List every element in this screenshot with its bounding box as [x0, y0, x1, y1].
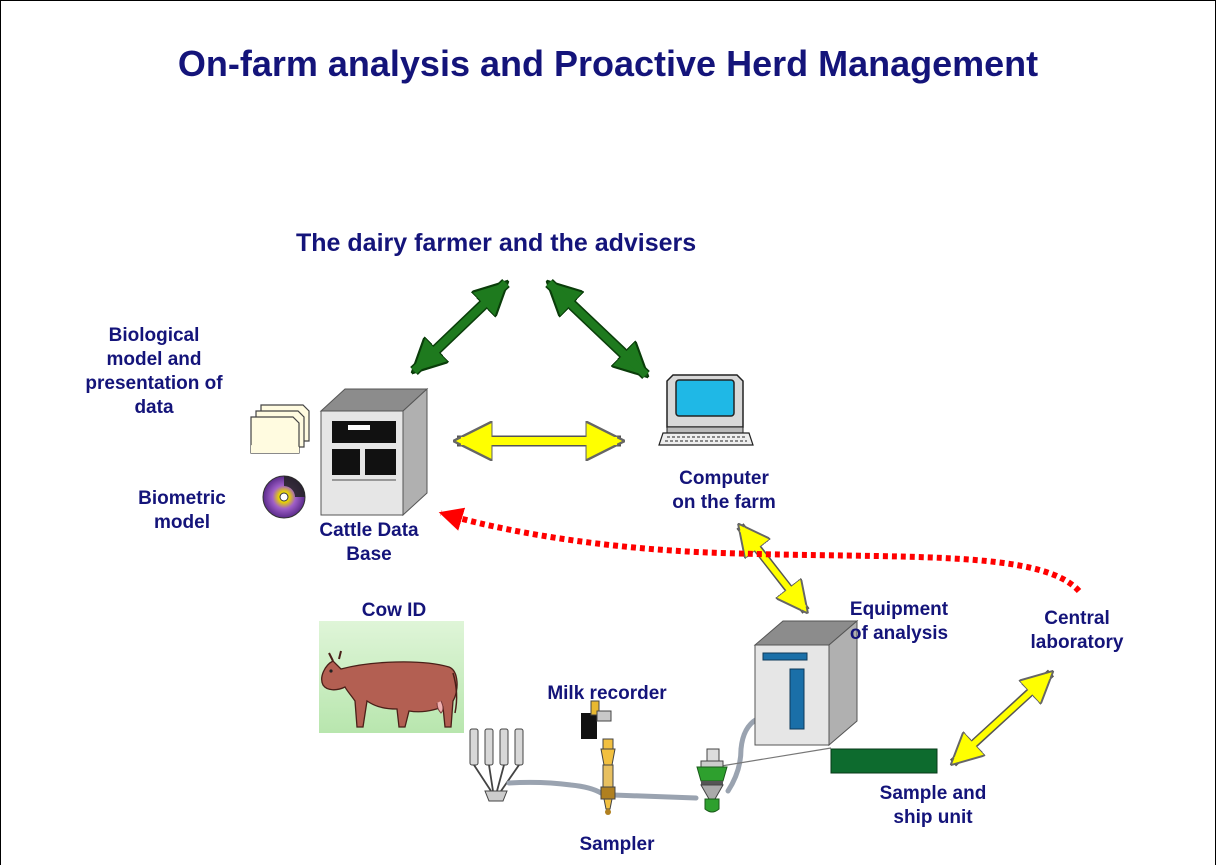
label-milk-recorder: Milk recorder: [547, 683, 667, 704]
label-line: Computer: [679, 468, 769, 489]
label-biological-model: Biological model and presentation of dat…: [59, 324, 249, 420]
label-line: Cattle Data: [319, 520, 419, 541]
milking-cluster-icon: [469, 728, 524, 802]
label-line: of analysis: [849, 623, 949, 644]
sampler-icon: [600, 738, 616, 815]
slide-title: On-farm analysis and Proactive Herd Mana…: [177, 43, 1039, 84]
label-biometric-model: Biometric model: [119, 487, 245, 535]
cd-icon: [262, 475, 306, 519]
cow-icon: [319, 621, 464, 733]
label-sample-and-ship-unit: Sample and ship unit: [853, 782, 1013, 830]
label-line: Biological: [108, 325, 200, 346]
green-arrow-farmer-to-database: [414, 283, 506, 371]
label-line: Sample and: [879, 783, 987, 804]
milk-recorder-icon: [581, 700, 612, 739]
label-line: laboratory: [1030, 632, 1124, 653]
label-computer-on-farm: Computer on the farm: [649, 467, 799, 515]
label-line: Base: [346, 544, 392, 565]
label-line: model and: [106, 349, 202, 370]
label-line: ship unit: [893, 807, 973, 828]
red-dotted-arrow-lab-to-database: [438, 507, 1082, 594]
green-arrow-farmer-to-computer: [549, 283, 646, 375]
server-icon: [319, 387, 429, 517]
diagram-subtitle: The dairy farmer and the advisers: [296, 229, 697, 257]
label-line: Equipment: [849, 599, 949, 620]
computer-icon: [658, 374, 754, 446]
label-central-laboratory: Central laboratory: [1007, 607, 1147, 655]
label-line: data: [134, 397, 174, 418]
analysis-equipment-icon: [753, 619, 859, 747]
documents-icon: [250, 404, 310, 454]
label-cattle-data-base: Cattle Data Base: [299, 519, 439, 567]
label-cow-id: Cow ID: [361, 600, 427, 621]
label-equipment-of-analysis: Equipment of analysis: [835, 598, 975, 646]
milk-pipes: [506, 716, 760, 801]
label-line: Central: [1044, 608, 1110, 629]
yellow-arrow-computer-to-equipment: [736, 526, 810, 611]
label-line: on the farm: [672, 492, 776, 513]
valve-icon: [696, 748, 728, 813]
label-line: Biometric: [138, 488, 226, 509]
label-sampler: Sampler: [579, 834, 655, 855]
yellow-arrow-lab-to-ship-unit: [953, 673, 1051, 763]
label-line: model: [154, 512, 210, 533]
sample-ship-unit-icon: [830, 748, 938, 774]
label-line: presentation of: [85, 373, 223, 394]
